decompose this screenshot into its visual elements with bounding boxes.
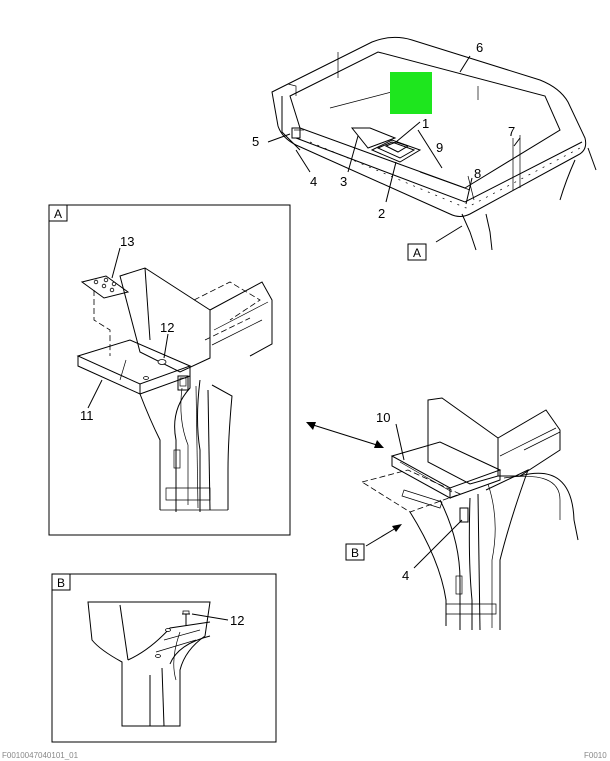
relation-arrow (306, 422, 384, 448)
leader-4b (413, 519, 463, 569)
leader-12b (191, 613, 229, 621)
callout-2: 2 (378, 206, 385, 221)
footer-left-code: F0010047040101_01 (2, 751, 79, 760)
leader-13 (111, 247, 121, 279)
detail-a-drawing (76, 267, 273, 512)
roof-assembly (271, 36, 597, 251)
detail-a-label: A (54, 207, 62, 221)
leader-10 (395, 423, 405, 461)
callout-12: 12 (160, 320, 174, 335)
view-b-pointer (365, 524, 402, 547)
view-a-pointer-box[interactable] (407, 243, 427, 261)
callout-1: 1 (422, 116, 429, 131)
roof-leaders (267, 55, 521, 243)
callout-3: 3 (340, 174, 347, 189)
callout-4b: 4 (402, 568, 409, 583)
leader-11 (87, 379, 103, 409)
callout-10: 10 (376, 410, 390, 425)
callout-13: 13 (120, 234, 134, 249)
detail-right-drawing (361, 397, 579, 631)
detail-a-frame (48, 204, 291, 536)
callout-11: 11 (80, 408, 94, 423)
callout-6: 6 (476, 40, 483, 55)
callout-12b: 12 (230, 613, 244, 628)
footer-right-code: F0010 (584, 751, 607, 760)
callout-4: 4 (310, 174, 317, 189)
highlighted-part[interactable] (390, 72, 432, 114)
view-b-pointer-box[interactable] (345, 543, 365, 561)
detail-b-frame (51, 573, 277, 743)
callout-5: 5 (252, 134, 259, 149)
callout-9: 9 (436, 140, 443, 155)
callout-8: 8 (474, 166, 481, 181)
view-b-pointer-label: B (351, 546, 359, 560)
detail-b-drawing (87, 601, 211, 727)
detail-b-label: B (57, 576, 65, 590)
view-a-pointer-label: A (413, 246, 421, 260)
callout-7: 7 (508, 124, 515, 139)
leader-12 (163, 333, 169, 359)
